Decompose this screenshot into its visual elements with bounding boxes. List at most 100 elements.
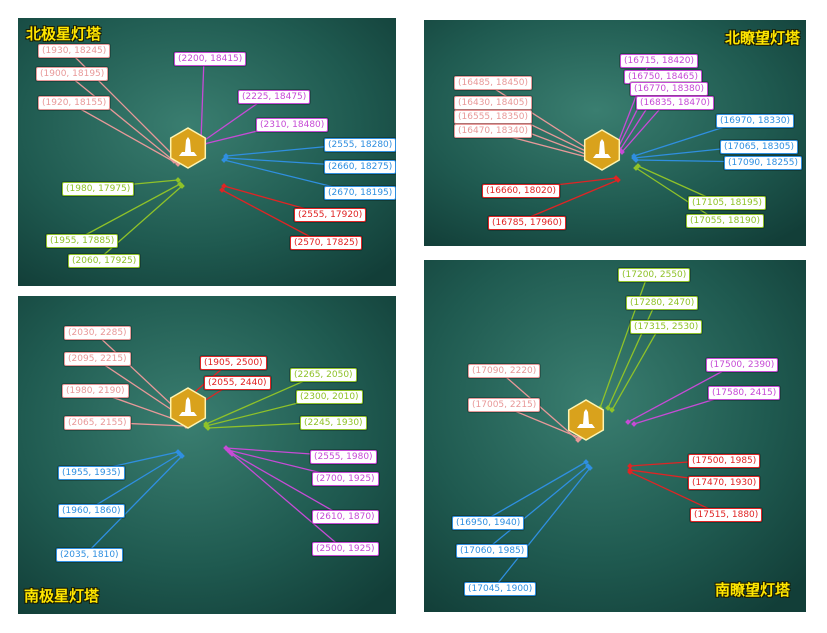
- spawn-point-marker: [633, 165, 639, 171]
- spawn-point-marker: [627, 469, 633, 475]
- coordinate-label: (1955, 1935): [58, 466, 125, 480]
- spawn-point-marker: [179, 453, 185, 459]
- coordinate-label: (2055, 2440): [204, 376, 271, 390]
- spawn-point-marker: [605, 405, 611, 411]
- coordinate-label: (2700, 1925): [312, 472, 379, 486]
- leader-line: [229, 451, 343, 517]
- map-panel-north-pole: 北极星灯塔 (1930, 18245)(1900, 18195)(1920, 1…: [18, 18, 396, 286]
- leader-line: [75, 183, 181, 241]
- coordinate-label: (2030, 2285): [64, 326, 131, 340]
- coordinate-label: (17470, 1930): [688, 476, 761, 490]
- spawn-point-marker: [609, 407, 615, 413]
- spawn-point-marker: [221, 183, 227, 189]
- spawn-point-marker: [219, 187, 225, 193]
- spawn-point-marker: [205, 425, 211, 431]
- coordinate-label: (17045, 1900): [464, 582, 537, 596]
- coordinate-label: (1960, 1860): [58, 504, 125, 518]
- coordinate-label: (2245, 1930): [300, 416, 367, 430]
- coordinate-label: (17005, 2215): [468, 398, 541, 412]
- spawn-point-marker: [625, 419, 631, 425]
- coordinate-label: (17580, 2415): [708, 386, 781, 400]
- leader-line: [627, 363, 737, 423]
- coordinate-label: (2310, 18480): [256, 118, 329, 132]
- coordinate-label: (1980, 17975): [62, 182, 135, 196]
- coordinate-label: (2095, 2215): [64, 352, 131, 366]
- coordinate-label: (2200, 18415): [174, 52, 247, 66]
- leader-line: [629, 471, 721, 515]
- map-panel-north-watch: 北瞭望灯塔 (16485, 18450)(16430, 18405)(16555…: [424, 20, 806, 246]
- spawn-point-marker: [583, 459, 589, 465]
- coordinate-label: (16785, 17960): [488, 216, 567, 230]
- leader-line: [621, 101, 667, 153]
- leader-line: [493, 467, 591, 589]
- spawn-point-marker: [229, 451, 235, 457]
- coordinate-label: (2225, 18475): [238, 90, 311, 104]
- coordinate-label: (16835, 18470): [636, 96, 715, 110]
- map-panel-south-watch: 南瞭望灯塔 (17200, 2550) (17280, 2470) (17315, …: [424, 260, 806, 612]
- coordinate-label: (17515, 1880): [690, 508, 763, 522]
- coordinate-label: (1905, 2500): [200, 356, 267, 370]
- coordinate-label: (16715, 18420): [620, 54, 699, 68]
- coordinate-label: (17055, 18190): [686, 214, 765, 228]
- coordinate-label: (2060, 17925): [68, 254, 141, 268]
- coordinate-label: (17280, 2470): [626, 296, 699, 310]
- coordinate-label: (16660, 18020): [482, 184, 561, 198]
- map-background: [424, 260, 806, 612]
- coordinate-label: (2035, 1810): [56, 548, 123, 562]
- coordinate-label: (17060, 1985): [456, 544, 529, 558]
- coordinate-label: (17090, 2220): [468, 364, 541, 378]
- leader-line: [607, 301, 657, 409]
- leader-line: [485, 465, 589, 551]
- coordinate-label: (2265, 2050): [290, 368, 357, 382]
- leader-line: [483, 81, 597, 155]
- coordinate-label: (2500, 1925): [312, 542, 379, 556]
- panel-title: 南瞭望灯塔: [714, 581, 790, 599]
- spawn-point-marker: [179, 183, 185, 189]
- coordinate-label: (17090, 18255): [724, 156, 803, 170]
- coordinate-label: (2555, 1980): [310, 450, 377, 464]
- map-canvas: [424, 260, 806, 612]
- spawn-point-marker: [633, 157, 639, 163]
- panel-title: 北瞭望灯塔: [724, 29, 800, 47]
- coordinate-label: (16430, 18405): [454, 96, 533, 110]
- spawn-point-marker: [221, 157, 227, 163]
- coordinate-label: (2065, 2155): [64, 416, 131, 430]
- map-panel-south-pole: 南极星灯塔 (2030, 2285) (2095, 2215) (1980, 219…: [18, 296, 396, 614]
- coordinate-label: (2570, 17825): [290, 236, 363, 250]
- coordinate-label: (16555, 18350): [454, 110, 533, 124]
- leader-line: [481, 461, 587, 523]
- panel-title: 北极星灯塔: [26, 25, 102, 43]
- coordinate-label: (2610, 1870): [312, 510, 379, 524]
- leader-line: [517, 179, 619, 223]
- coordinate-label: (16970, 18330): [716, 114, 795, 128]
- spawn-point-marker: [175, 177, 181, 183]
- coordinate-label: (2555, 17920): [294, 208, 367, 222]
- coordinate-label: (17500, 1985): [688, 454, 761, 468]
- lighthouse-icon: [169, 127, 207, 169]
- coordinate-label: (2555, 18280): [324, 138, 396, 152]
- spawn-point-marker: [587, 465, 593, 471]
- leader-line: [611, 325, 661, 411]
- coordinate-label: (16470, 18340): [454, 124, 533, 138]
- coordinate-label: (17315, 2530): [630, 320, 703, 334]
- leader-line: [231, 453, 343, 549]
- coordinate-label: (16950, 1940): [452, 516, 525, 530]
- leader-line: [200, 57, 205, 141]
- coordinate-label: (1980, 2190): [62, 384, 129, 398]
- coordinate-label: (17500, 2390): [706, 358, 779, 372]
- coordinate-label: (16770, 18380): [630, 82, 709, 96]
- coordinate-label: (17200, 2550): [618, 268, 691, 282]
- coordinate-label: (2670, 18195): [324, 186, 396, 200]
- spawn-point-marker: [615, 177, 621, 183]
- lighthouse-icon: [583, 129, 621, 171]
- leader-line: [67, 101, 179, 165]
- spawn-point-marker: [619, 149, 625, 155]
- leader-line: [85, 455, 183, 555]
- spawn-point-marker: [627, 463, 633, 469]
- lighthouse-icon: [567, 399, 605, 441]
- coordinate-label: (2300, 2010): [296, 390, 363, 404]
- spawn-point-marker: [631, 421, 637, 427]
- panel-title: 南极星灯塔: [24, 587, 100, 605]
- coordinate-label: (2660, 18275): [324, 160, 396, 174]
- coordinate-label: (1920, 18155): [38, 96, 111, 110]
